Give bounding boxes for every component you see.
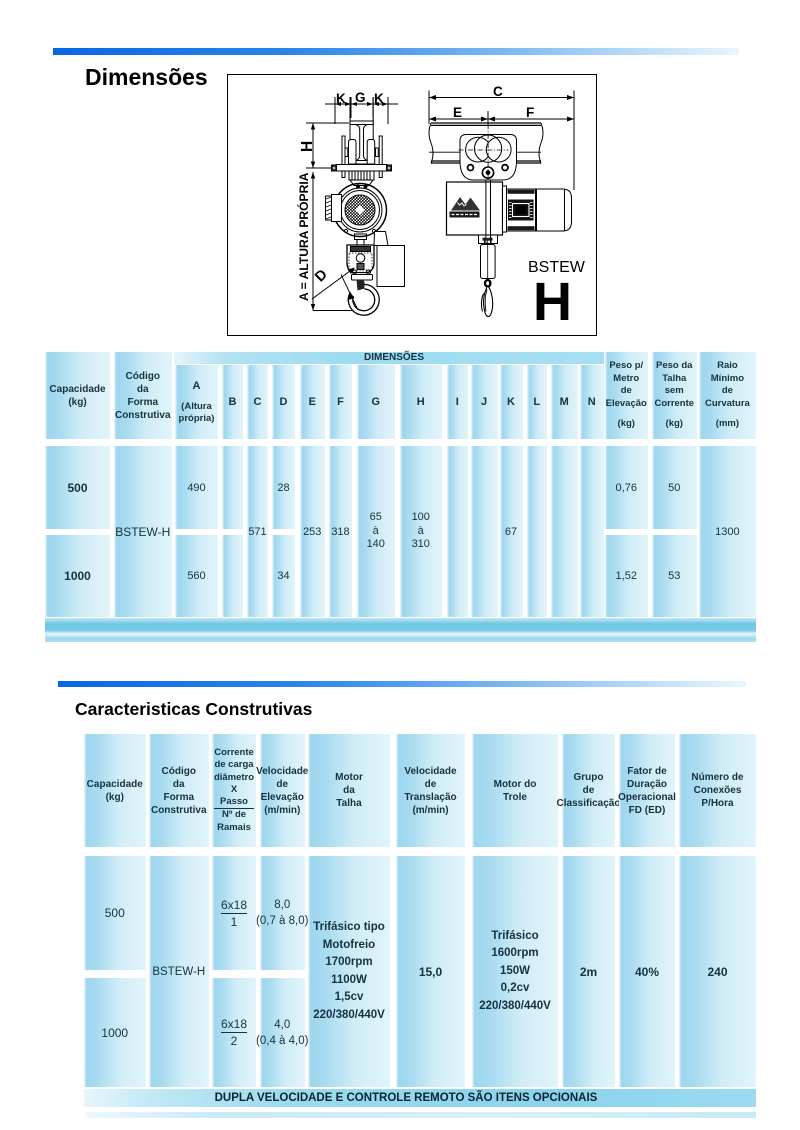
svg-text:K: K — [336, 91, 346, 106]
svg-text:A = ALTURA PRÓPRIA: A = ALTURA PRÓPRIA — [296, 172, 311, 301]
svg-text:G: G — [355, 90, 366, 105]
svg-text:BSTEW: BSTEW — [528, 259, 586, 276]
svg-text:F: F — [526, 105, 534, 120]
svg-text:K: K — [374, 91, 384, 106]
svg-text:C: C — [493, 84, 503, 99]
svg-text:D: D — [312, 267, 331, 286]
svg-text:E: E — [453, 105, 462, 120]
svg-text:H: H — [533, 272, 572, 332]
svg-text:H: H — [299, 141, 316, 152]
